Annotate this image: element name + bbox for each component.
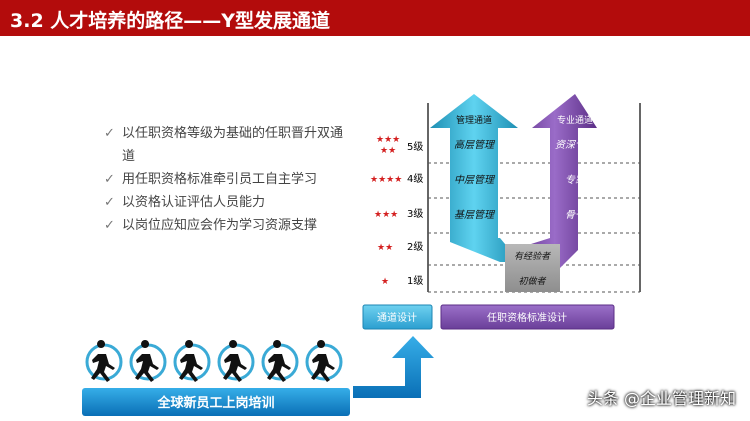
level-5-stars-line1: ★★★ bbox=[376, 135, 400, 145]
checkmark-icon: ✓ bbox=[104, 172, 115, 187]
training-button[interactable]: 全球新员工上岗培训 bbox=[82, 388, 350, 416]
management-channel-arrow bbox=[430, 94, 518, 262]
svg-text:任职资格标准设计: 任职资格标准设计 bbox=[487, 311, 567, 324]
title-bar: 3.2 人才培养的路径——Y型发展通道 bbox=[0, 0, 750, 36]
base-block bbox=[505, 244, 560, 292]
management-level-high: 高层管理 bbox=[454, 139, 496, 151]
svg-text:通道设计: 通道设计 bbox=[377, 311, 417, 324]
bullet-item: ✓用任职资格标准牵引员工自主学习 bbox=[104, 168, 354, 191]
bullet-list: ✓以任职资格等级为基础的任职晋升双通道 ✓用任职资格标准牵引员工自主学习 ✓以资… bbox=[104, 122, 354, 237]
professional-level-senior: 资深专家 bbox=[555, 139, 597, 151]
level-3-stars: ★★★ bbox=[374, 210, 398, 220]
checkmark-icon: ✓ bbox=[104, 218, 115, 233]
channel-design-button[interactable]: 通道设计 bbox=[362, 304, 433, 330]
level-label-3: 3级 bbox=[407, 208, 423, 220]
level-label-2: 2级 bbox=[407, 241, 423, 253]
level-2-stars: ★★ bbox=[377, 243, 393, 253]
bullet-item: ✓以资格认证评估人员能力 bbox=[104, 191, 354, 214]
checkmark-icon: ✓ bbox=[104, 126, 115, 141]
management-level-base: 基层管理 bbox=[454, 209, 496, 221]
bullet-item: ✓以岗位应知应会作为学习资源支撑 bbox=[104, 214, 354, 237]
up-arrow-icon bbox=[353, 336, 434, 398]
checkmark-icon: ✓ bbox=[104, 195, 115, 210]
beginner-label: 初做者 bbox=[518, 276, 546, 287]
experienced-label: 有经验者 bbox=[514, 251, 551, 262]
runner-icons bbox=[85, 340, 343, 382]
professional-level-backbone: 骨干 bbox=[565, 210, 586, 221]
level-label-1: 1级 bbox=[407, 275, 423, 287]
svg-text:全球新员工上岗培训: 全球新员工上岗培训 bbox=[156, 395, 274, 411]
level-label-4: 4级 bbox=[407, 173, 423, 185]
professional-level-expert: 专家 bbox=[565, 174, 587, 186]
management-channel-title: 管理通道 bbox=[456, 114, 492, 126]
qualification-design-button[interactable]: 任职资格标准设计 bbox=[440, 304, 615, 330]
level-4-stars: ★★★★ bbox=[370, 175, 402, 185]
professional-channel-arrow bbox=[512, 94, 597, 268]
bullet-item: ✓以任职资格等级为基础的任职晋升双通道 bbox=[104, 122, 354, 168]
watermark: 头条 @企业管理新知 bbox=[586, 389, 736, 408]
page-title: 3.2 人才培养的路径——Y型发展通道 bbox=[10, 10, 331, 32]
level-5-stars-line2: ★★ bbox=[380, 146, 396, 156]
level-label-5: 5级 bbox=[407, 141, 423, 153]
management-level-mid: 中层管理 bbox=[454, 174, 496, 186]
level-1-stars: ★ bbox=[381, 277, 389, 287]
professional-channel-title: 专业通道 bbox=[557, 114, 593, 126]
